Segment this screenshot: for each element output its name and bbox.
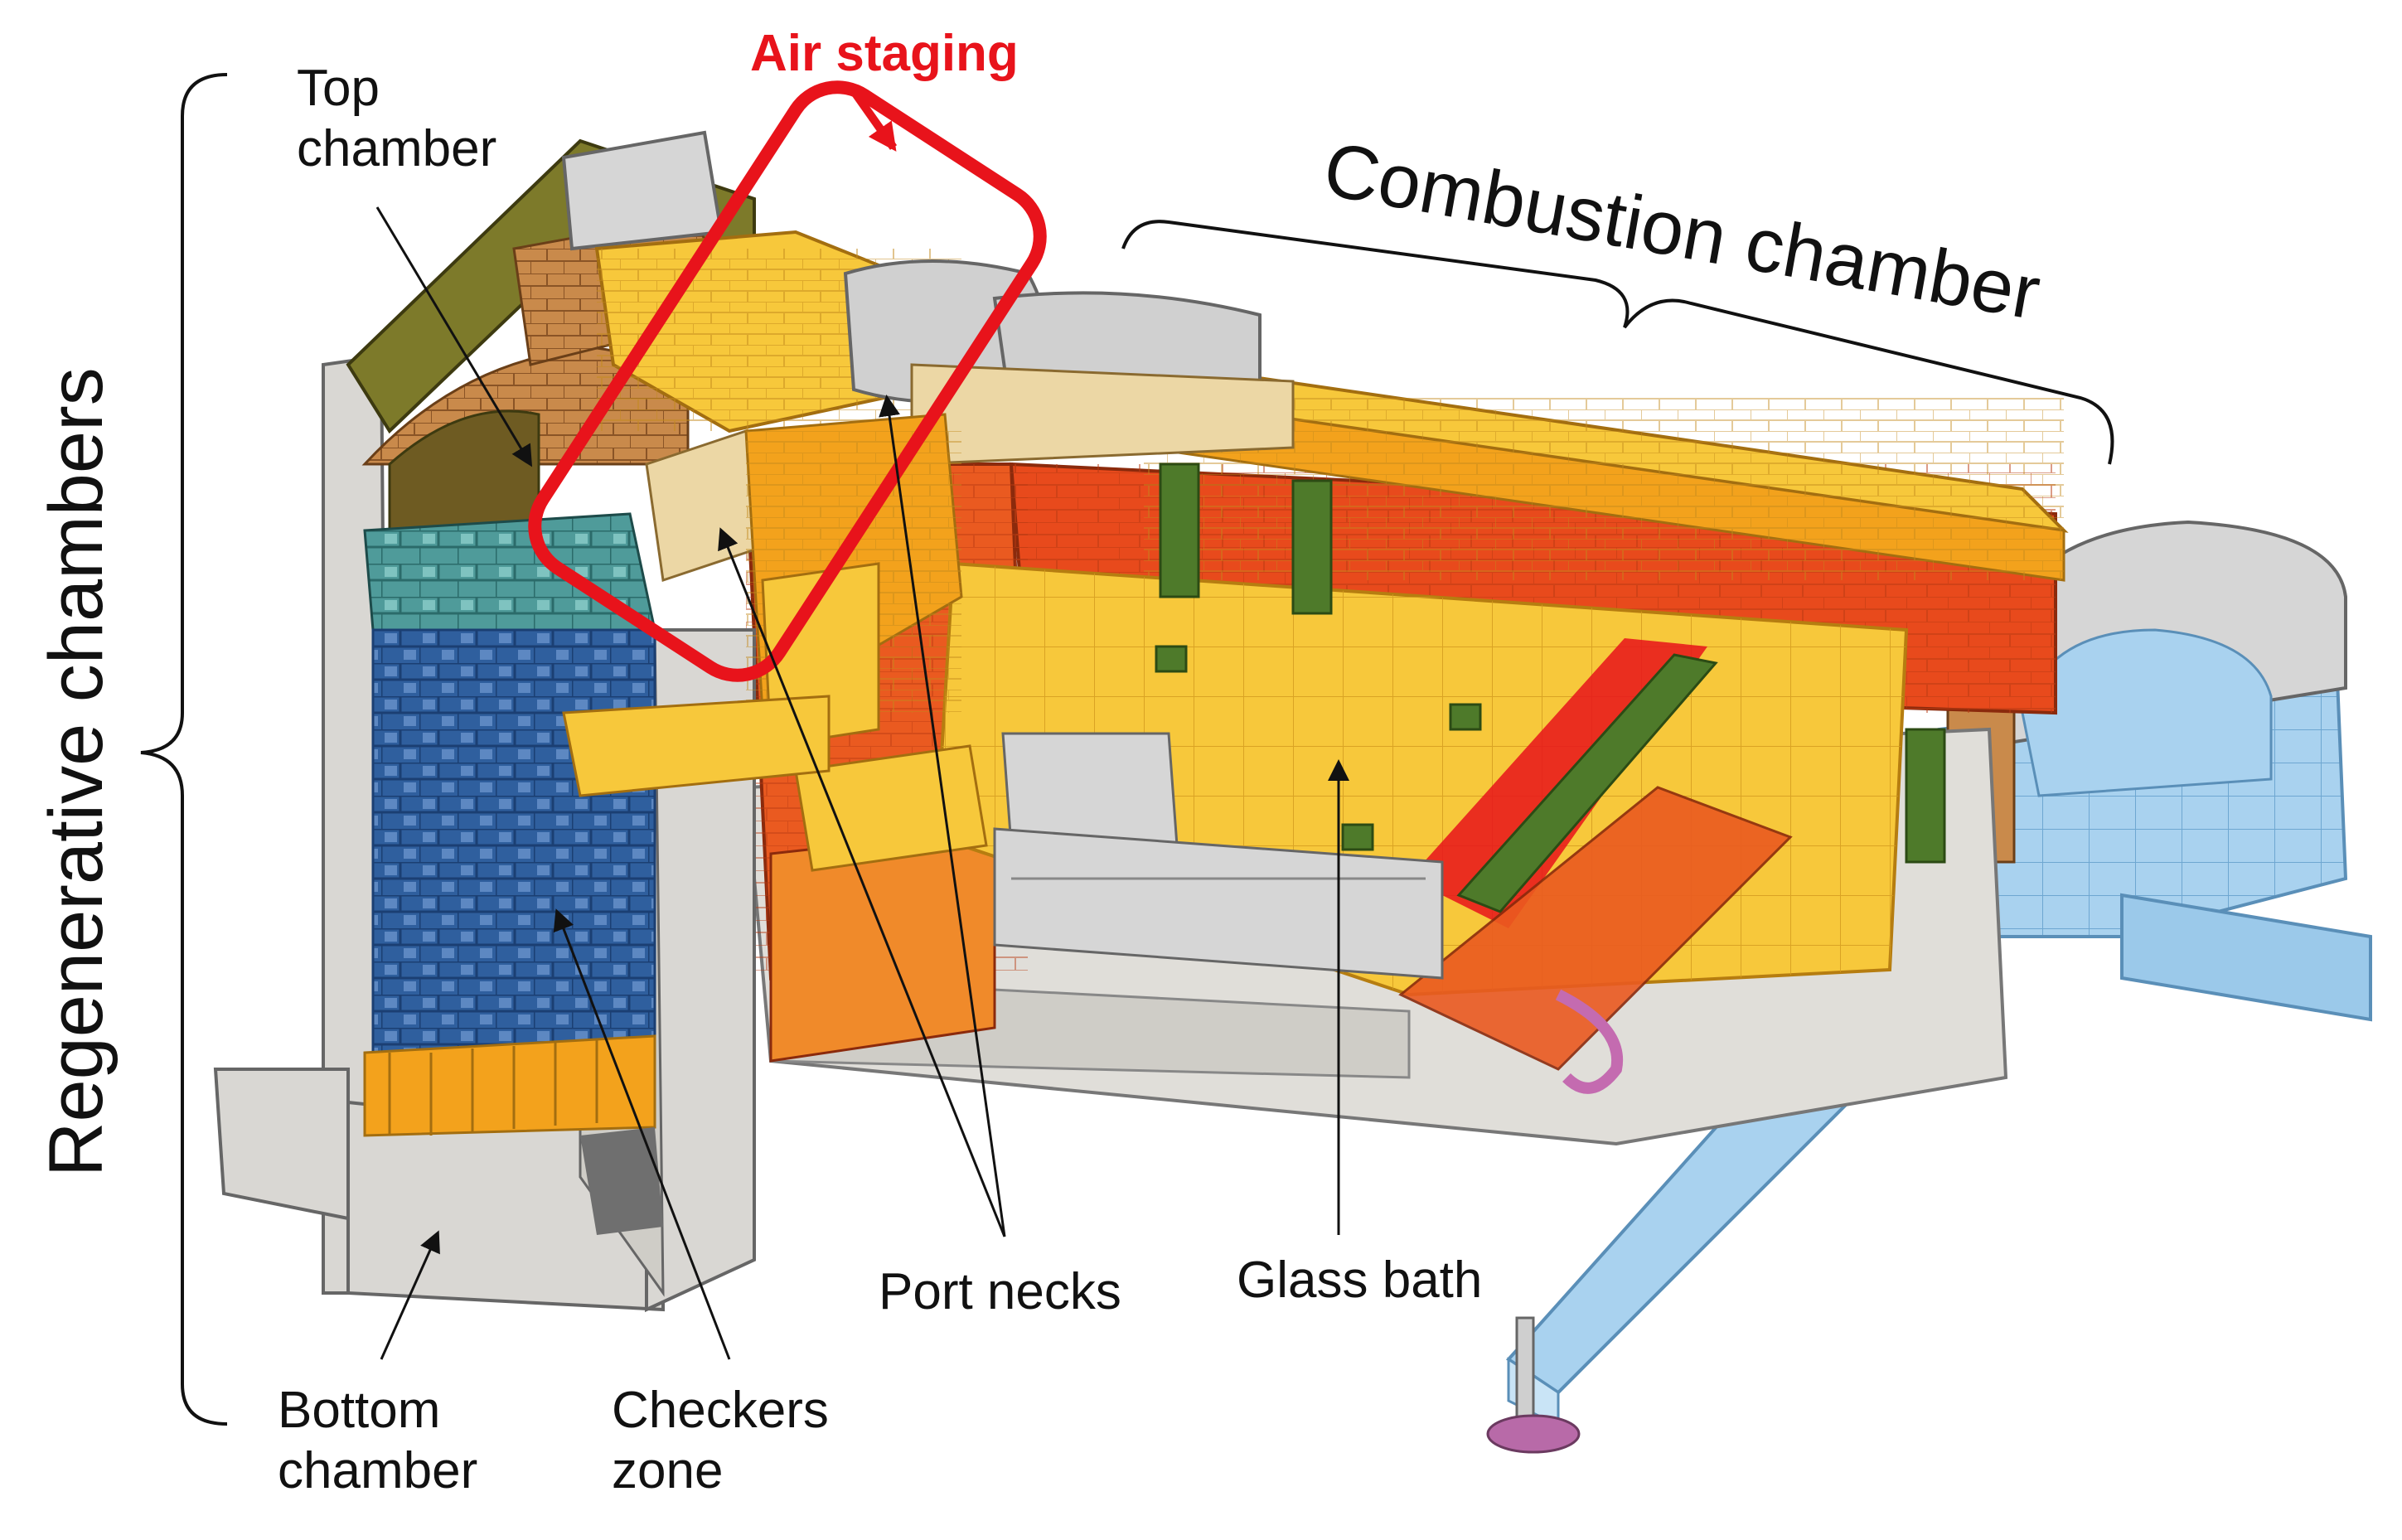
bottom-chamber-label: Bottom chamber [278,1380,477,1501]
glass-bath-label: Glass bath [1237,1252,1483,1309]
air-staging-highlight [528,80,1047,682]
top-chamber-label: Top chamber [297,58,496,179]
port-neck [562,230,1295,797]
port-necks-label: Port necks [879,1263,1121,1320]
combustion-chamber-bracket [1121,220,2114,465]
top-chamber-label-line1: Top [297,60,380,117]
top-chamber-label-line2: chamber [297,120,497,178]
air-staging-arrow [850,89,898,152]
bottom-chamber-label-line1: Bottom [278,1382,441,1439]
bottom-chamber-label-line2: chamber [278,1442,478,1500]
checkers-zone-label-line2: zone [612,1442,724,1500]
checkers-zone-label: Checkers zone [612,1380,829,1501]
leader-lines [375,206,1349,1360]
regenerative-chambers-bracket [140,73,228,1426]
air-staging-label: Air staging [750,25,1019,82]
regenerative-chambers-label: Regenerative chambers [34,367,119,1177]
checkers-zone-label-line1: Checkers [612,1382,829,1439]
